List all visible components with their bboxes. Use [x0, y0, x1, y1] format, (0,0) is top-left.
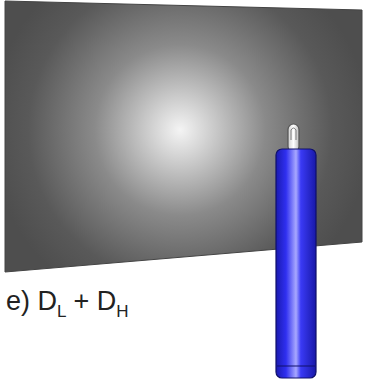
lamp-base-line [277, 366, 315, 367]
caption-text: e) D [6, 286, 57, 316]
panel-caption: e) DL + DH [6, 286, 129, 322]
lamp-body [276, 149, 316, 378]
filament [291, 128, 296, 140]
caption-text: + D [73, 286, 116, 316]
subscript-text: L [57, 302, 66, 321]
lamp-bulb [288, 124, 299, 152]
subscript-text: H [116, 302, 128, 321]
